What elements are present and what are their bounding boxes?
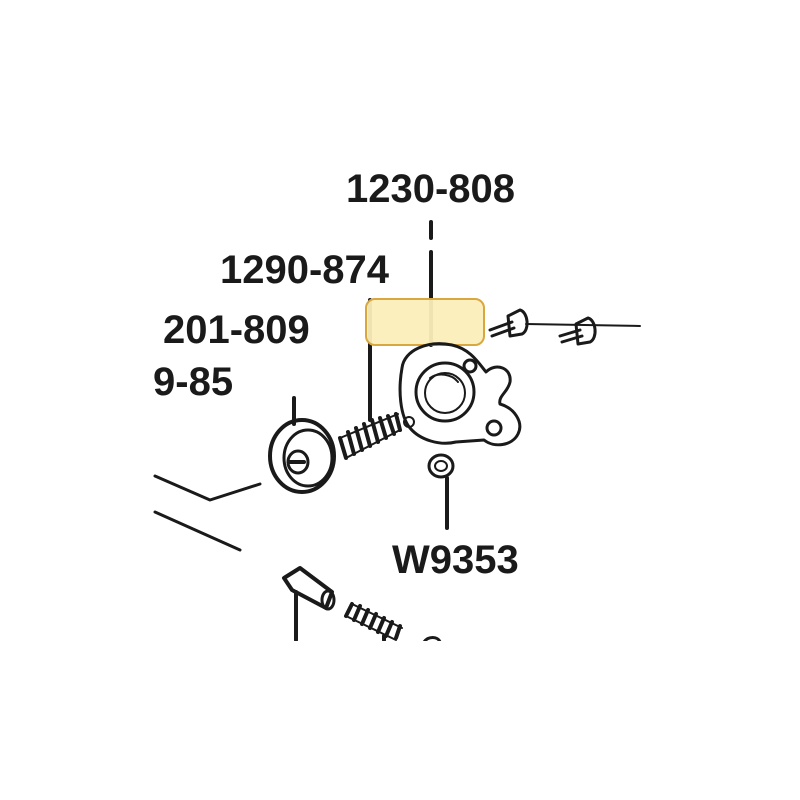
pump-cover-housing [398, 342, 522, 447]
highlight-box [365, 298, 485, 346]
valve-disc [268, 418, 336, 494]
small-ring-fragment [422, 636, 442, 644]
lower-spring [344, 602, 403, 642]
relief-spring [338, 412, 402, 460]
o-ring [427, 453, 455, 479]
bolt-lower [558, 316, 597, 346]
part-label-1230-808: 1230-808 [346, 167, 515, 211]
part-label-201-809: 201-809 [163, 308, 310, 352]
label-mask [232, 356, 368, 400]
plunger-pin [282, 566, 336, 642]
part-label-1290-874: 1290-874 [220, 248, 390, 292]
part-label-9-85: 9-85 [153, 360, 233, 404]
part-label-w9353: W9353 [392, 538, 519, 582]
bolt-upper [488, 308, 641, 338]
bottom-mask [150, 641, 650, 681]
casing-outline [153, 474, 262, 552]
